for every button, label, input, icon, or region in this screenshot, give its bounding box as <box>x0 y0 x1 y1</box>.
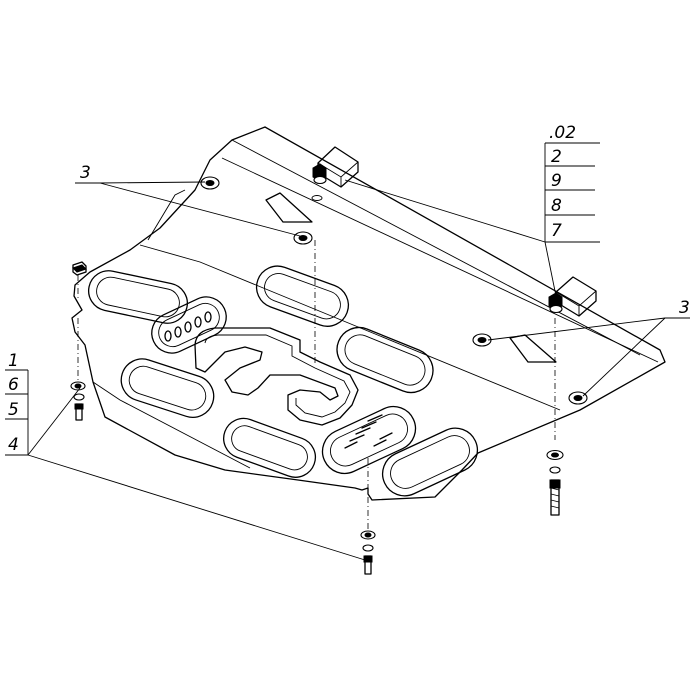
leader-lines <box>5 142 690 561</box>
s-shaped-cutout <box>194 327 359 426</box>
cutout-3 <box>336 326 434 394</box>
center-fastener-stack <box>314 240 376 575</box>
callout-3-upper-left: 3 <box>80 163 91 183</box>
cutout-2 <box>255 265 350 327</box>
callout-right-02: .02 <box>549 123 576 143</box>
callout-right-9: 9 <box>551 171 562 191</box>
bracket-left <box>312 146 359 188</box>
callout-right-7: 7 <box>551 221 562 241</box>
cutout-4 <box>120 358 215 418</box>
cutout-1 <box>88 270 188 324</box>
bushing-center-left <box>293 231 313 245</box>
slotted-vent-right <box>321 405 417 475</box>
bushing-upper-left <box>200 176 220 190</box>
callout-right-8: 8 <box>551 196 562 216</box>
slotted-vent-left <box>151 296 227 354</box>
triangle-cutout-left <box>265 192 313 223</box>
callout-right-2: 2 <box>551 147 562 167</box>
ventilation-cutouts <box>88 265 479 497</box>
mounting-holes <box>200 176 588 405</box>
callout-left-6: 6 <box>8 375 19 395</box>
bracket-right <box>548 276 597 317</box>
cutout-5 <box>223 417 317 478</box>
bushing-lower-right <box>568 391 588 405</box>
right-fastener-stack <box>546 318 564 516</box>
triangle-cutout-right <box>509 334 557 363</box>
cutout-6 <box>381 427 479 497</box>
skid-plate <box>71 126 666 501</box>
left-fastener-stack <box>70 261 87 421</box>
callout-left-1: 1 <box>8 351 19 371</box>
callout-left-4: 4 <box>8 435 19 455</box>
callout-labels: 3 3 .02 2 9 8 7 1 6 5 4 <box>8 123 690 455</box>
callout-3-right: 3 <box>679 298 690 318</box>
slot-hole <box>311 195 323 201</box>
callout-left-5: 5 <box>8 400 19 420</box>
